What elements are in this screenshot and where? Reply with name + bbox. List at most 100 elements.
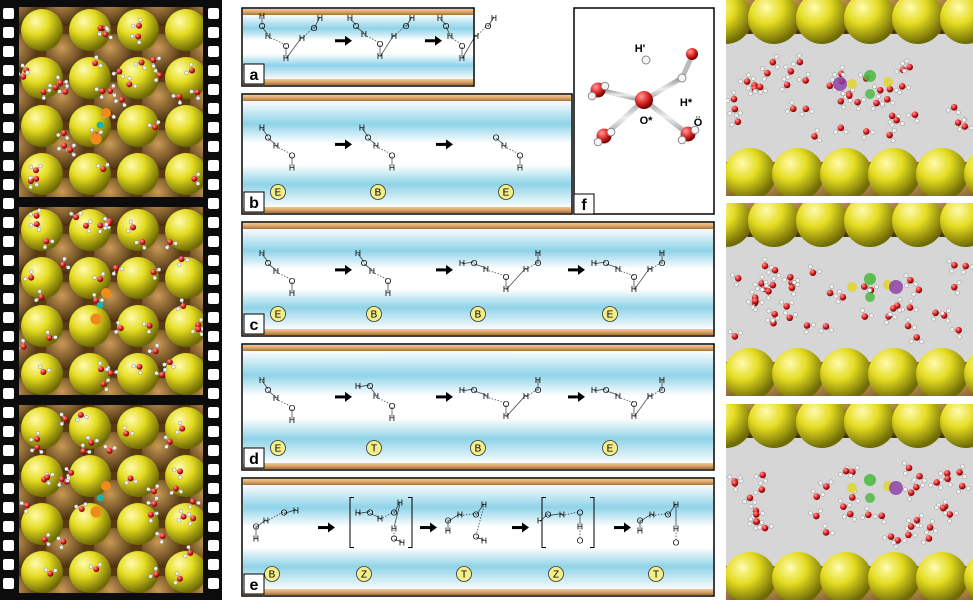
oxygen-atom bbox=[53, 84, 59, 90]
hydrogen-symbol: H bbox=[481, 536, 487, 546]
hydrogen-atom bbox=[785, 109, 789, 113]
oxygen-symbol: O bbox=[545, 510, 552, 520]
oxygen-atom bbox=[788, 68, 795, 75]
hydrogen-atom bbox=[852, 517, 856, 521]
oxygen-atom bbox=[907, 304, 914, 311]
sprocket-hole bbox=[208, 274, 219, 285]
oxygen-atom bbox=[847, 511, 854, 518]
oxygen-atom bbox=[34, 436, 40, 442]
hydrogen-atom bbox=[763, 257, 767, 261]
hydrogen-atom bbox=[900, 61, 904, 65]
hydrogen-atom bbox=[149, 519, 153, 523]
hydrogen-symbol: H bbox=[391, 524, 397, 534]
oxygen-atom bbox=[955, 119, 962, 126]
oxygen-atom bbox=[790, 105, 797, 112]
hydrogen-atom bbox=[109, 35, 113, 39]
hydrogen-symbol: H bbox=[523, 264, 529, 274]
hydrogen-atom bbox=[72, 153, 76, 157]
oxygen-atom bbox=[159, 372, 165, 378]
sprocket-hole bbox=[208, 27, 219, 38]
hydrogen-atom bbox=[957, 335, 961, 339]
sulfur-atom bbox=[117, 9, 159, 51]
oxygen-atom bbox=[34, 444, 40, 450]
hydrogen-atom bbox=[142, 322, 146, 326]
hydrogen-atom bbox=[738, 80, 742, 84]
sprocket-hole bbox=[3, 426, 14, 437]
sprocket-hole bbox=[208, 369, 219, 380]
hydrogen-atom bbox=[174, 581, 178, 585]
hydrogen-atom bbox=[92, 293, 96, 297]
sulfur-atom bbox=[21, 407, 63, 449]
sprocket-hole bbox=[208, 540, 219, 551]
bottom-wall bbox=[243, 207, 571, 213]
hydrogen-atom bbox=[67, 476, 71, 480]
side-snapshot-graphic bbox=[726, 0, 973, 600]
hydrogen-atom bbox=[762, 77, 766, 81]
state-label: B bbox=[475, 310, 482, 321]
hydrogen-atom bbox=[939, 471, 943, 475]
highlight-atom-green bbox=[864, 273, 876, 285]
state-label: E bbox=[607, 444, 614, 455]
oxygen-atom bbox=[83, 223, 89, 229]
hydrogen-atom bbox=[594, 138, 602, 146]
oxygen-atom bbox=[136, 23, 142, 29]
oxygen-atom bbox=[764, 70, 771, 77]
hydrogen-atom bbox=[21, 339, 25, 343]
sprocket-hole bbox=[3, 160, 14, 171]
side-snapshots bbox=[726, 0, 973, 600]
hydrogen-atom bbox=[739, 479, 743, 483]
hydrogen-atom bbox=[81, 443, 85, 447]
hydrogen-atom bbox=[86, 436, 90, 440]
hydrogen-atom bbox=[65, 84, 69, 88]
hydrogen-atom bbox=[811, 489, 815, 493]
central-oxygen-atom bbox=[635, 91, 653, 109]
hydrogen-atom bbox=[29, 438, 33, 442]
hydrogen-atom bbox=[96, 164, 100, 168]
label-h-prime: H' bbox=[635, 43, 646, 55]
oxygen-atom bbox=[731, 96, 738, 103]
top-wall bbox=[243, 95, 571, 101]
hydrogen-atom bbox=[906, 113, 910, 117]
hydrogen-atom bbox=[196, 96, 200, 100]
sprocket-hole bbox=[3, 217, 14, 228]
hydrogen-atom bbox=[53, 569, 57, 573]
oxygen-atom bbox=[194, 89, 200, 95]
oxygen-atom bbox=[181, 514, 187, 520]
hydrogen-atom bbox=[913, 533, 917, 537]
film-frame bbox=[0, 186, 222, 418]
sprocket-hole bbox=[3, 483, 14, 494]
oxygen-atom bbox=[101, 381, 107, 387]
hydrogen-atom bbox=[806, 72, 810, 76]
hydrogen-atom bbox=[934, 505, 938, 509]
oxygen-atom bbox=[177, 576, 183, 582]
sprocket-hole bbox=[3, 8, 14, 19]
hydrogen-atom bbox=[912, 325, 916, 329]
hydrogen-atom bbox=[767, 309, 771, 313]
state-label: T bbox=[653, 570, 659, 581]
hydrogen-atom bbox=[758, 90, 762, 94]
hydrogen-atom bbox=[728, 111, 732, 115]
hydrogen-atom bbox=[763, 89, 767, 93]
hydrogen-atom bbox=[155, 496, 159, 500]
hydrogen-atom bbox=[112, 272, 116, 276]
hydrogen-atom bbox=[943, 500, 947, 504]
oxygen-atom bbox=[152, 124, 158, 130]
oxygen-atom bbox=[769, 59, 776, 66]
highlight-atom bbox=[101, 481, 111, 491]
oxygen-atom bbox=[951, 284, 958, 291]
hydrogen-atom bbox=[85, 415, 89, 419]
highlight-atom-yellow bbox=[847, 79, 857, 89]
hydrogen-atom bbox=[95, 439, 99, 443]
hydrogen-atom bbox=[797, 53, 801, 57]
sprocket-hole bbox=[3, 559, 14, 570]
hydrogen-atom bbox=[56, 133, 60, 137]
hydrogen-atom bbox=[919, 513, 923, 517]
hydrogen-atom bbox=[749, 504, 753, 508]
hydrogen-atom bbox=[157, 268, 161, 272]
hydrogen-atom bbox=[95, 87, 99, 91]
hydrogen-atom bbox=[765, 318, 769, 322]
hydrogen-atom bbox=[956, 110, 960, 114]
hydrogen-atom bbox=[120, 267, 124, 271]
oxygen-atom bbox=[884, 96, 891, 103]
